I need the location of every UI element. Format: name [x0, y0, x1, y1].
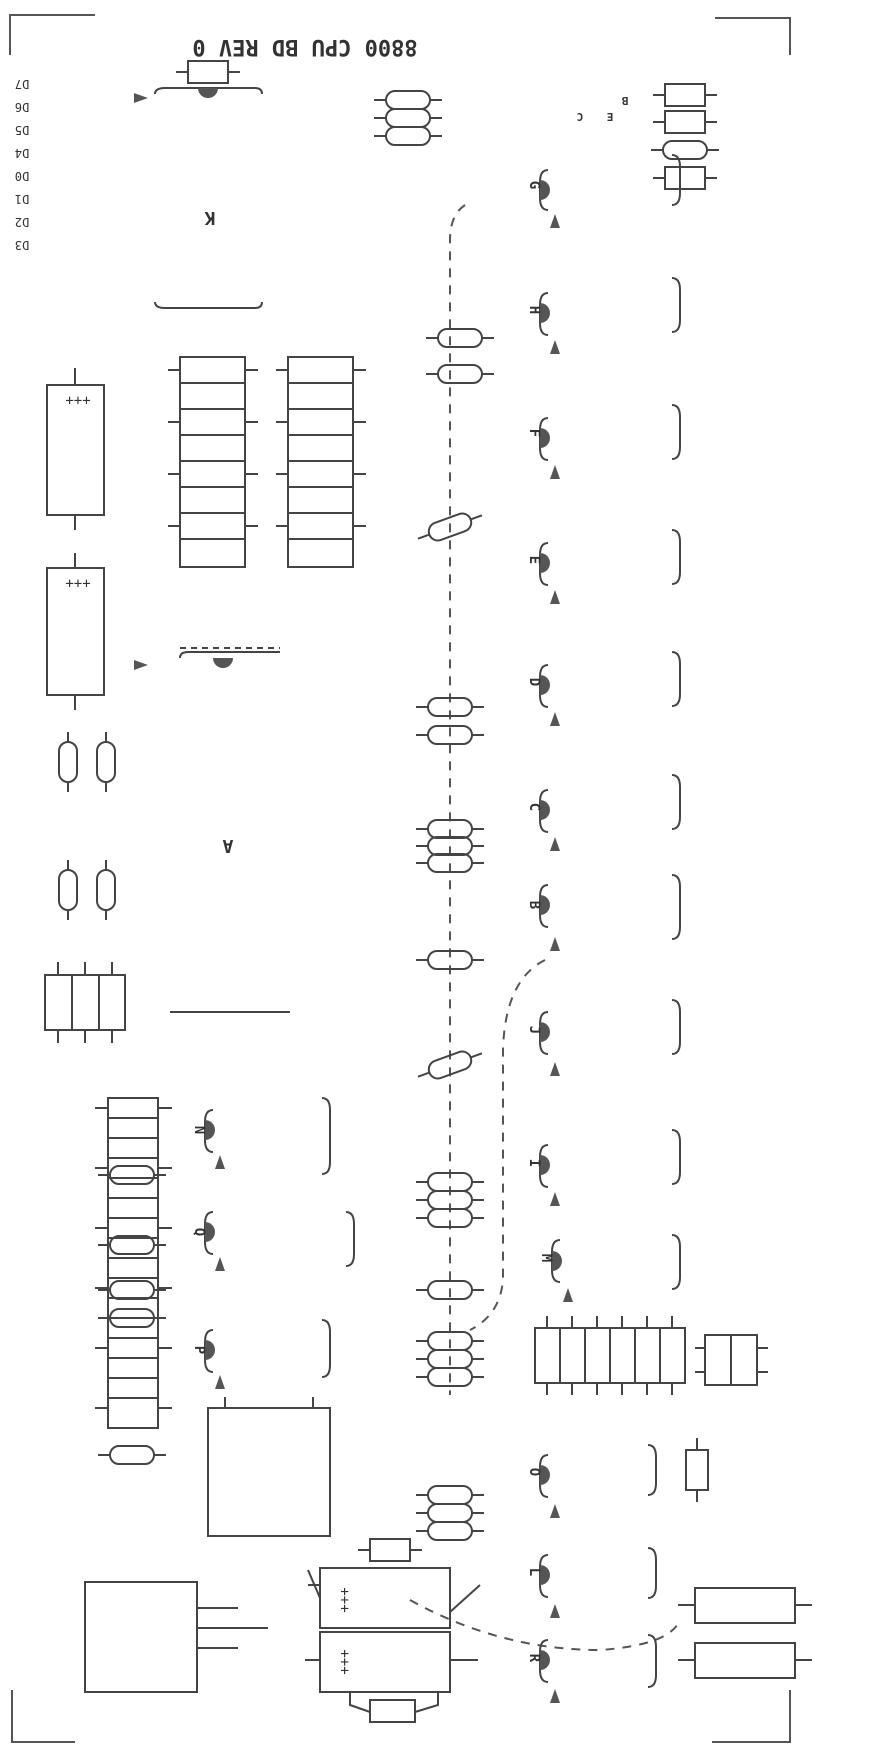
resistor-vertical-right	[685, 1437, 709, 1503]
resistor-bottom-top	[357, 1538, 423, 1562]
data-line-label: D6	[15, 100, 29, 114]
chip-label-b: B	[526, 901, 542, 909]
chip-label-r: R	[526, 1654, 542, 1663]
resistor-bottom-under	[349, 1692, 439, 1723]
power-resistors	[678, 1587, 812, 1679]
chip-k-outline	[134, 60, 263, 309]
trace-components	[413, 328, 495, 1541]
data-line-label: D0	[15, 169, 29, 183]
board-title: 8800 CPU BD REV 0	[192, 34, 417, 59]
capacitor-polarity-mark: +++	[65, 393, 90, 409]
dashed-trace-center	[449, 204, 466, 1395]
crystal-stack-top	[373, 90, 443, 146]
chip-label-h: H	[526, 306, 542, 314]
capacitor-left-1	[46, 368, 105, 530]
left-chip-labels: N Q P	[191, 1126, 207, 1354]
pin-label-c: C	[577, 110, 584, 123]
chip-label-f: F	[526, 429, 542, 437]
chip-label-k: K	[204, 207, 215, 228]
chip-label-o: O	[526, 1468, 542, 1476]
resistor-ladder-left	[95, 1097, 172, 1429]
pin-label-b: B	[621, 94, 628, 107]
square-package-left	[207, 1397, 331, 1537]
left-chip-brackets	[204, 1097, 355, 1378]
transistor-pin-labels: B E C	[577, 94, 629, 123]
dashed-trace-bottom	[409, 1599, 681, 1652]
left-chip-dots	[205, 1120, 215, 1360]
dashed-trace-right	[469, 959, 546, 1331]
chip-label-q: Q	[191, 1228, 207, 1236]
resistor-block-left	[44, 962, 126, 1043]
chip-label-l: L	[526, 1568, 542, 1576]
right-chip-arrows	[550, 214, 573, 1703]
resistor-pair-right	[695, 1334, 768, 1386]
pin-label-e: E	[607, 110, 614, 123]
resistor-network-1	[168, 356, 258, 568]
capacitor-polarity-mark: +++	[336, 1649, 352, 1674]
chip-label-n: N	[191, 1126, 207, 1134]
right-chip-column	[539, 154, 681, 1688]
right-chip-dots	[540, 180, 562, 1670]
capacitor-polarity-mark: +++	[336, 1587, 352, 1612]
right-chip-labels: G H F E D C B J I M O L R	[526, 181, 554, 1663]
chip-label-i: I	[526, 1159, 542, 1167]
capacitor-left-2	[46, 553, 105, 710]
chip-label-d: D	[526, 678, 542, 686]
capacitor-bottom-1	[307, 1567, 481, 1629]
data-line-legend: D7 D6 D5 D4 D0 D1 D2 D3	[15, 77, 29, 252]
chip-label-e: E	[526, 556, 542, 564]
chip-label-c: C	[526, 803, 542, 811]
data-line-label: D2	[15, 215, 29, 229]
data-line-label: D4	[15, 146, 29, 160]
chip-label-m: M	[538, 1254, 554, 1262]
data-line-label: D1	[15, 192, 29, 206]
data-line-label: D3	[15, 238, 29, 252]
voltage-regulator	[84, 1581, 268, 1693]
resistor-network-2	[276, 356, 366, 568]
left-chip-arrows	[215, 1155, 225, 1389]
chip-label-a: A	[222, 835, 233, 856]
resistor-block-right-lower	[534, 1316, 686, 1395]
resistor-stack-top-right	[650, 83, 720, 190]
chip-a-outline	[134, 647, 290, 1013]
chip-label-p: P	[191, 1346, 207, 1354]
chip-label-g: G	[526, 181, 542, 189]
capacitor-polarity-mark: +++	[65, 576, 90, 592]
data-line-label: D5	[15, 123, 29, 137]
data-line-label: D7	[15, 77, 29, 91]
chip-label-j: J	[526, 1026, 542, 1034]
capacitor-bottom-2	[305, 1631, 478, 1693]
corner-marks	[9, 14, 791, 1743]
diodes-left	[58, 731, 116, 921]
